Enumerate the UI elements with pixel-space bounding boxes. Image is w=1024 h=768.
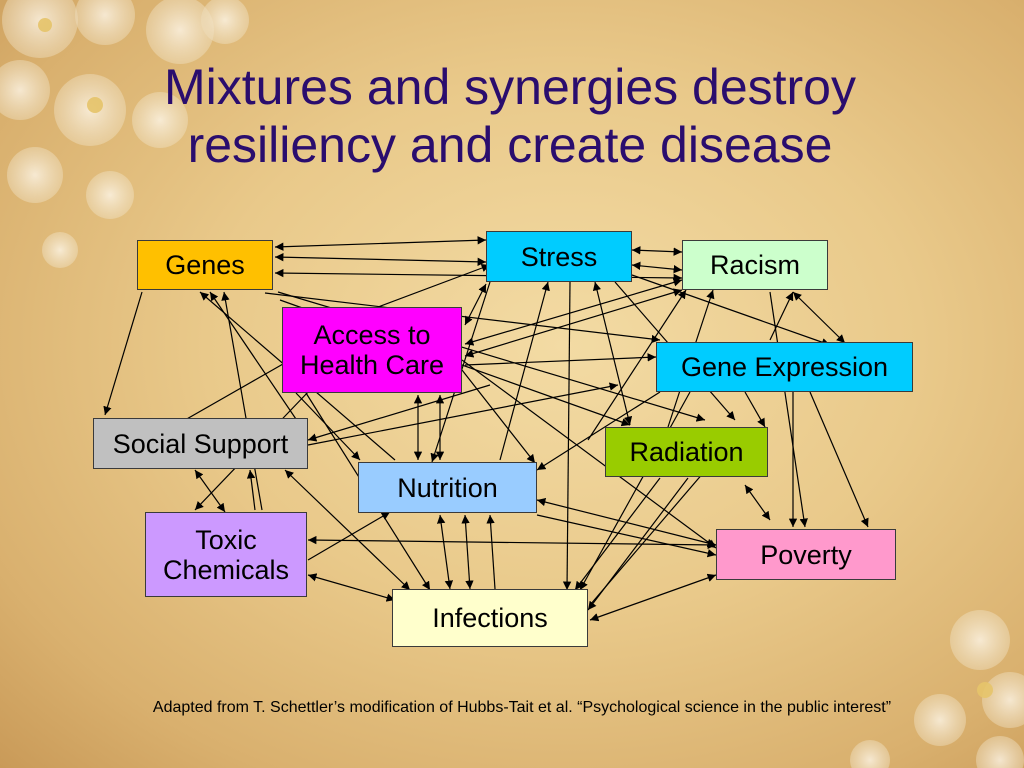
- connector-arrow-56: [536, 514, 717, 558]
- connector-arrow-46: [194, 469, 226, 513]
- connector-arrow-50: [307, 573, 396, 602]
- connector-arrow-17: [464, 278, 683, 346]
- connector-arrow-22: [592, 281, 633, 426]
- source-footnote: Adapted from T. Schettler’s modification…: [152, 699, 892, 716]
- connector-arrow-2: [274, 253, 487, 266]
- connector-arrow-28: [587, 289, 687, 441]
- connector-arrow-44: [295, 392, 361, 461]
- node-gene-expression: Gene Expression: [656, 342, 913, 392]
- connector-arrow-35: [744, 484, 771, 521]
- connector-arrow-41: [461, 369, 536, 464]
- connector-arrow-52: [436, 514, 454, 590]
- connector-arrow-9: [209, 291, 301, 426]
- title-line-2: resiliency and create disease: [187, 117, 833, 173]
- node-poverty: Poverty: [716, 529, 896, 580]
- node-nutrition: Nutrition: [358, 462, 537, 513]
- connector-arrow-26: [792, 291, 846, 344]
- connector-arrow-54: [486, 514, 496, 590]
- connector-arrow-47: [246, 469, 256, 511]
- node-access-to-health-care: Access to Health Care: [282, 307, 462, 393]
- connector-arrow-27: [769, 291, 808, 528]
- connector-arrow-33: [809, 391, 869, 528]
- connector-arrow-15: [631, 261, 683, 274]
- connector-arrow-30: [536, 391, 661, 471]
- connector-arrow-25: [769, 291, 794, 341]
- node-stress: Stress: [486, 231, 632, 282]
- title-line-1: Mixtures and synergies destroy: [164, 59, 856, 115]
- connector-arrow-14: [631, 246, 683, 256]
- connector-arrow-18: [464, 288, 683, 358]
- connector-arrow-59: [307, 384, 491, 442]
- connector-arrow-20: [499, 281, 550, 461]
- slide-title: Mixtures and synergies destroy resilienc…: [60, 58, 960, 174]
- connector-arrow-51: [284, 469, 411, 591]
- connector-arrow-10: [103, 291, 143, 416]
- node-racism: Racism: [682, 240, 828, 290]
- connector-arrow-31: [579, 391, 691, 591]
- connector-arrow-34: [744, 391, 766, 428]
- connector-arrow-19: [464, 353, 657, 366]
- connector-arrow-13: [377, 264, 491, 308]
- node-radiation: Radiation: [605, 427, 768, 477]
- connector-arrow-57: [589, 573, 717, 622]
- node-genes: Genes: [137, 240, 273, 290]
- node-toxic-chemicals: Toxic Chemicals: [145, 512, 307, 597]
- connector-arrow-55: [536, 497, 717, 548]
- connector-arrow-38: [307, 382, 619, 446]
- connector-arrow-1: [274, 236, 487, 251]
- node-infections: Infections: [392, 589, 588, 647]
- node-social-support: Social Support: [93, 418, 308, 469]
- connector-arrow-53: [461, 514, 474, 590]
- connector-arrow-49: [307, 511, 391, 561]
- connector-arrow-11: [221, 291, 263, 511]
